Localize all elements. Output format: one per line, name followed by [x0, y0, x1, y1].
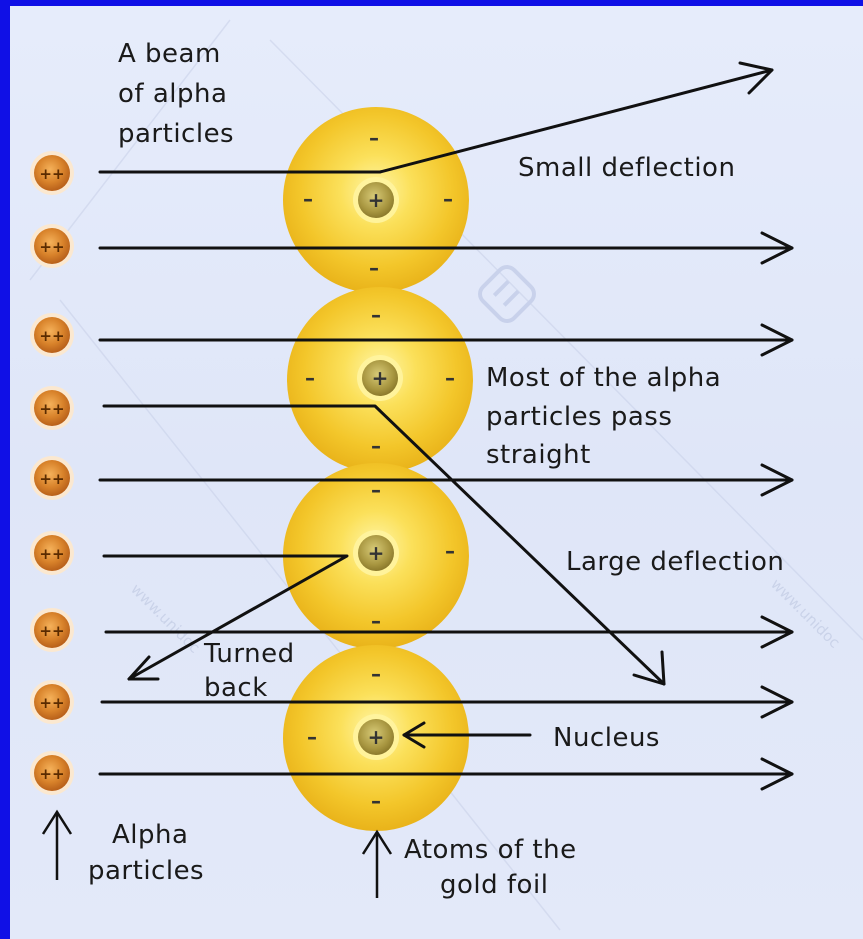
electron-charge: –: [443, 187, 453, 211]
nucleus-charge: +: [368, 188, 385, 212]
straight-arrowhead: [760, 463, 794, 497]
alpha-charge: ++: [39, 327, 64, 345]
electron-charge: –: [371, 789, 381, 813]
alpha-charge: ++: [39, 400, 64, 418]
electron-charge: –: [369, 126, 379, 150]
electron-charge: –: [303, 187, 313, 211]
alpha-charge: ++: [39, 765, 64, 783]
alpha-particles-label-line2: particles: [88, 856, 204, 886]
nucleus: +: [353, 714, 399, 760]
nucleus-charge: +: [368, 725, 385, 749]
up-arrow-icon: [361, 829, 393, 898]
nucleus-charge: +: [368, 541, 385, 565]
up-arrow-icon: [41, 809, 73, 880]
unidoc-logo-icon: [478, 265, 536, 323]
small-deflection-path: [98, 68, 774, 174]
straight-arrowhead: [760, 615, 794, 649]
straight-arrowhead: [760, 231, 794, 265]
alpha-particles-label-line1: Alpha: [112, 820, 188, 850]
alpha-charge: ++: [39, 694, 64, 712]
small-deflection-label: Small deflection: [518, 153, 735, 183]
rutherford-scattering-diagram: www.unidoc www.unidoc + + +: [29, 19, 863, 931]
diagram-panel: www.unidoc www.unidoc + + +: [10, 6, 863, 939]
turned-back-arrowhead: [127, 655, 160, 681]
electron-charge: –: [371, 434, 381, 458]
alpha-particle: ++: [30, 680, 74, 724]
electron-charge: –: [307, 725, 317, 749]
turned-back-label-line2: back: [204, 673, 268, 703]
nucleus-charge: +: [372, 366, 389, 390]
alpha-particle: ++: [30, 531, 74, 575]
turned-back-label-line1: Turned: [203, 639, 295, 669]
alpha-particle: ++: [30, 456, 74, 500]
straight-arrowhead: [760, 685, 794, 719]
watermark-text-2: www.unidoc: [127, 580, 204, 657]
nucleus: +: [353, 530, 399, 576]
nucleus: +: [357, 355, 403, 401]
electron-charge: –: [305, 366, 315, 390]
electron-charge: –: [445, 366, 455, 390]
beam-label-line3: particles: [118, 119, 234, 149]
turned-back-path: [102, 554, 349, 681]
alpha-charge: ++: [39, 470, 64, 488]
electron-charge: –: [371, 303, 381, 327]
labels: A beam of alpha particles Small deflecti…: [88, 39, 784, 900]
alpha-particle: ++: [30, 751, 74, 795]
large-deflection-arrowhead: [632, 650, 666, 686]
nucleus: +: [353, 177, 399, 223]
small-deflection-arrowhead: [738, 61, 774, 95]
nuclei: + + + +: [353, 177, 403, 760]
most-pass-label-line3: straight: [486, 440, 591, 470]
alpha-charge: ++: [39, 238, 64, 256]
nucleus-pointer-arrowhead: [402, 721, 426, 749]
atoms-gold-foil-label-line2: gold foil: [440, 870, 548, 900]
atoms-gold-foil-label-line1: Atoms of the: [404, 835, 577, 865]
large-deflection-path: [102, 404, 666, 686]
alpha-charge: ++: [39, 622, 64, 640]
straight-arrowhead: [760, 757, 794, 791]
alpha-charge: ++: [39, 165, 64, 183]
electron-signs: – – – – – – – – – – – – – –: [303, 126, 455, 813]
alpha-charge: ++: [39, 545, 64, 563]
alpha-particle: ++: [30, 386, 74, 430]
electron-charge: –: [371, 478, 381, 502]
most-pass-label-line2: particles pass: [486, 402, 672, 432]
alpha-particle: ++: [30, 313, 74, 357]
electron-charge: –: [369, 256, 379, 280]
alpha-particle: ++: [30, 224, 74, 268]
beam-label-line2: of alpha: [118, 79, 227, 109]
electron-charge: –: [445, 539, 455, 563]
electron-charge: –: [371, 609, 381, 633]
nucleus-label: Nucleus: [553, 723, 660, 753]
alpha-particle: ++: [30, 608, 74, 652]
trajectories: [98, 61, 794, 791]
large-deflection-label: Large deflection: [566, 547, 784, 577]
most-pass-label-line1: Most of the alpha: [486, 363, 721, 393]
beam-label-line1: A beam: [118, 39, 221, 69]
alpha-particles: ++ ++ ++ ++ ++ ++ ++ ++ ++: [30, 151, 74, 795]
straight-arrowhead: [760, 323, 794, 357]
electron-charge: –: [371, 662, 381, 686]
alpha-particle: ++: [30, 151, 74, 195]
